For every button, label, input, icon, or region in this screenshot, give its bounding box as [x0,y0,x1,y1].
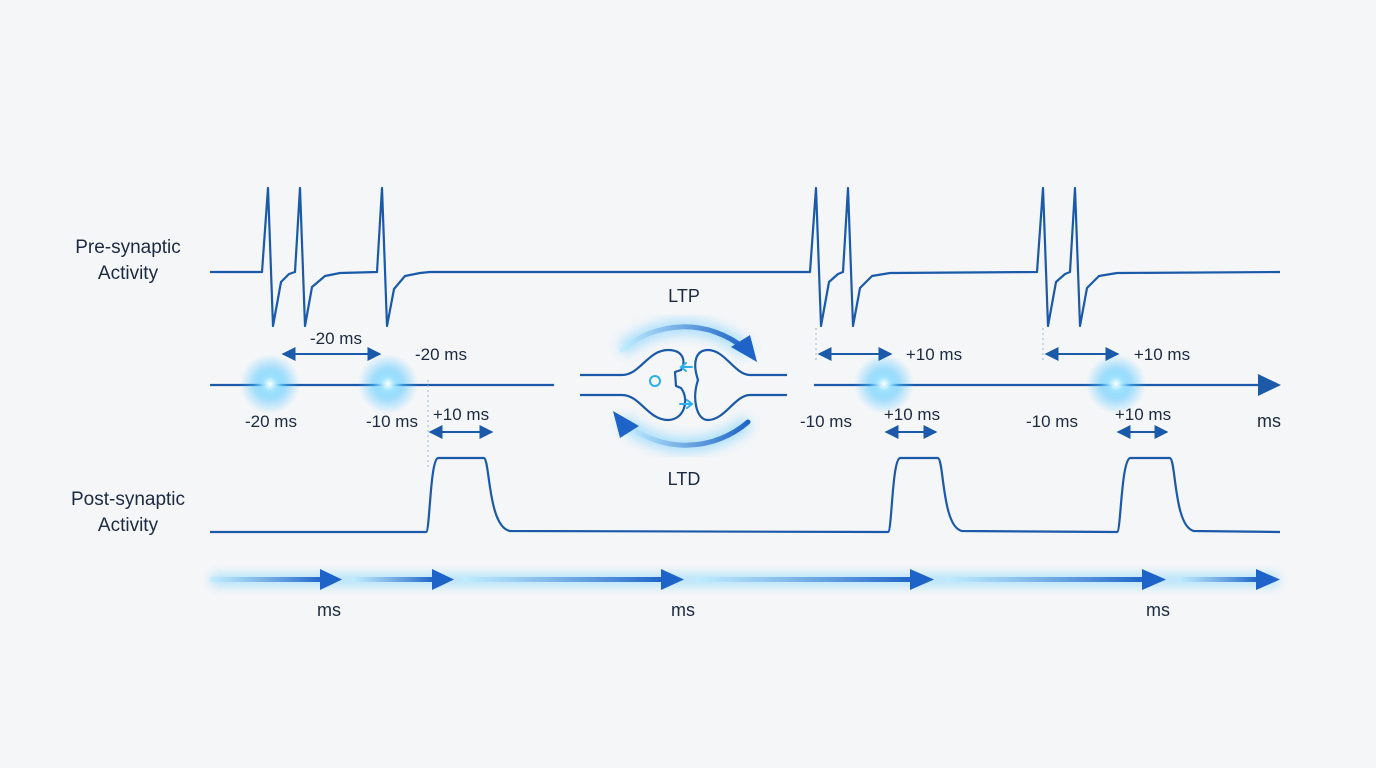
post-synaptic-label-line2: Activity [97,515,159,536]
outflow-arrow-icon [679,399,694,409]
time-arrow-head [432,569,454,590]
time-arrow-shaft [210,577,323,582]
timing-label: -10 ms [1026,412,1078,431]
timing-axis-arrowhead [1258,374,1281,396]
time-arrow-head [320,569,342,590]
pre-synaptic-label-line1: Pre-synaptic [75,237,181,258]
time-arrow-head [1256,569,1280,590]
postsynaptic-terminal [694,348,787,422]
time-arrow-row: ms ms ms [210,569,1280,620]
timing-label: -20 ms [310,329,362,348]
time-unit-label: ms [317,600,341,620]
pre-synaptic-label-line2: Activity [97,263,159,284]
glow-dot [1086,354,1146,414]
ltp-arrowhead [731,335,757,362]
timing-label: -10 ms [800,412,852,431]
post-synaptic-label-line1: Post-synaptic [70,489,186,510]
timing-label: -20 ms [245,412,297,431]
time-arrow-head [661,569,684,590]
timing-label: +10 ms [884,405,940,424]
time-arrow-shaft [1178,577,1258,582]
glow-dot [240,354,300,414]
timing-label: +10 ms [906,345,962,364]
time-arrow-shaft [696,577,912,582]
ltd-label: LTD [668,469,701,489]
glow-dot [358,354,418,414]
time-unit-label: ms [1146,600,1170,620]
ltp-label: LTP [668,286,700,306]
synapse-cycle: LTP LTD [580,286,787,489]
time-arrow-shaft [946,577,1144,582]
time-arrow-shaft [463,577,663,582]
post-synaptic-trace [210,456,1281,534]
vesicle-icon [649,375,661,387]
pre-synaptic-trace [210,186,1281,328]
axis-unit-label: ms [1257,411,1281,431]
ltd-cycle-arrow [623,419,751,448]
timing-label: -10 ms [366,412,418,431]
timing-label: +10 ms [433,405,489,424]
inflow-arrow-icon [679,362,693,372]
time-unit-label: ms [671,600,695,620]
time-arrow-head [910,569,934,590]
glow-dot [854,354,914,414]
pre-synaptic-label: Pre-synaptic Activity [8,235,248,287]
timing-label: +10 ms [1134,345,1190,364]
ltd-arrowhead [613,411,639,438]
time-arrow-head [1142,569,1166,590]
time-arrow-shaft [352,577,434,582]
timing-label: -20 ms [415,345,467,364]
ltp-cycle-arrow [619,324,747,353]
presynaptic-terminal [580,348,687,422]
post-synaptic-label: Post-synaptic Activity [8,487,248,539]
timing-label: +10 ms [1115,405,1171,424]
